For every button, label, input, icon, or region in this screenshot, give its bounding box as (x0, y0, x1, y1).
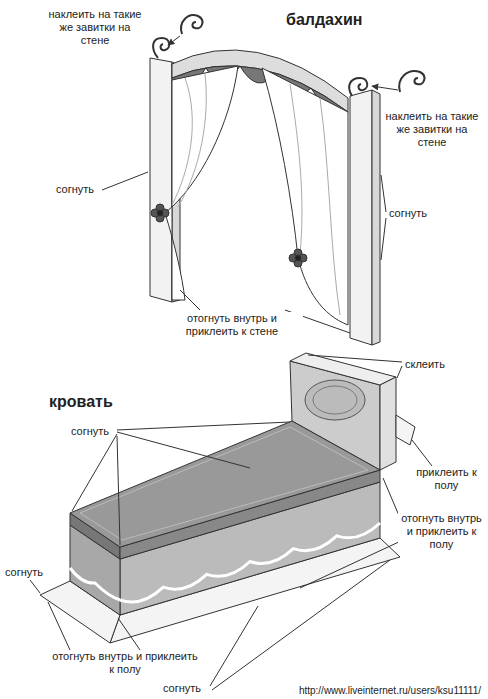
fold-note: согнуть (55, 183, 95, 196)
instruction-note: приклеить к полу (408, 466, 485, 492)
canopy (150, 15, 424, 345)
instruction-note: отогнуть внутрь и приклеить к полу (398, 512, 485, 551)
fold-note: согнуть (70, 425, 110, 438)
fold-note: согнуть (162, 682, 202, 695)
part-title: кровать (48, 392, 114, 411)
instruction-note: отогнуть внутрь и приклеить к полу (49, 650, 201, 676)
fold-note: согнуть (388, 207, 428, 220)
watermark: http://www.liveinternet.ru/users/ksu1111… (298, 685, 482, 697)
fold-note: согнуть (4, 566, 44, 579)
instruction-note: наклеить на такие же завитки на стене (381, 110, 483, 149)
leader-lines (30, 355, 432, 690)
part-title: балдахин (285, 10, 363, 29)
instruction-note: отогнуть внутрь и приклеить к стене (161, 312, 303, 338)
bed (40, 353, 415, 643)
glue-note: склеить (404, 358, 446, 371)
leader-lines (102, 172, 386, 333)
instruction-note: наклеить на такие же завитки на стене (44, 8, 146, 47)
